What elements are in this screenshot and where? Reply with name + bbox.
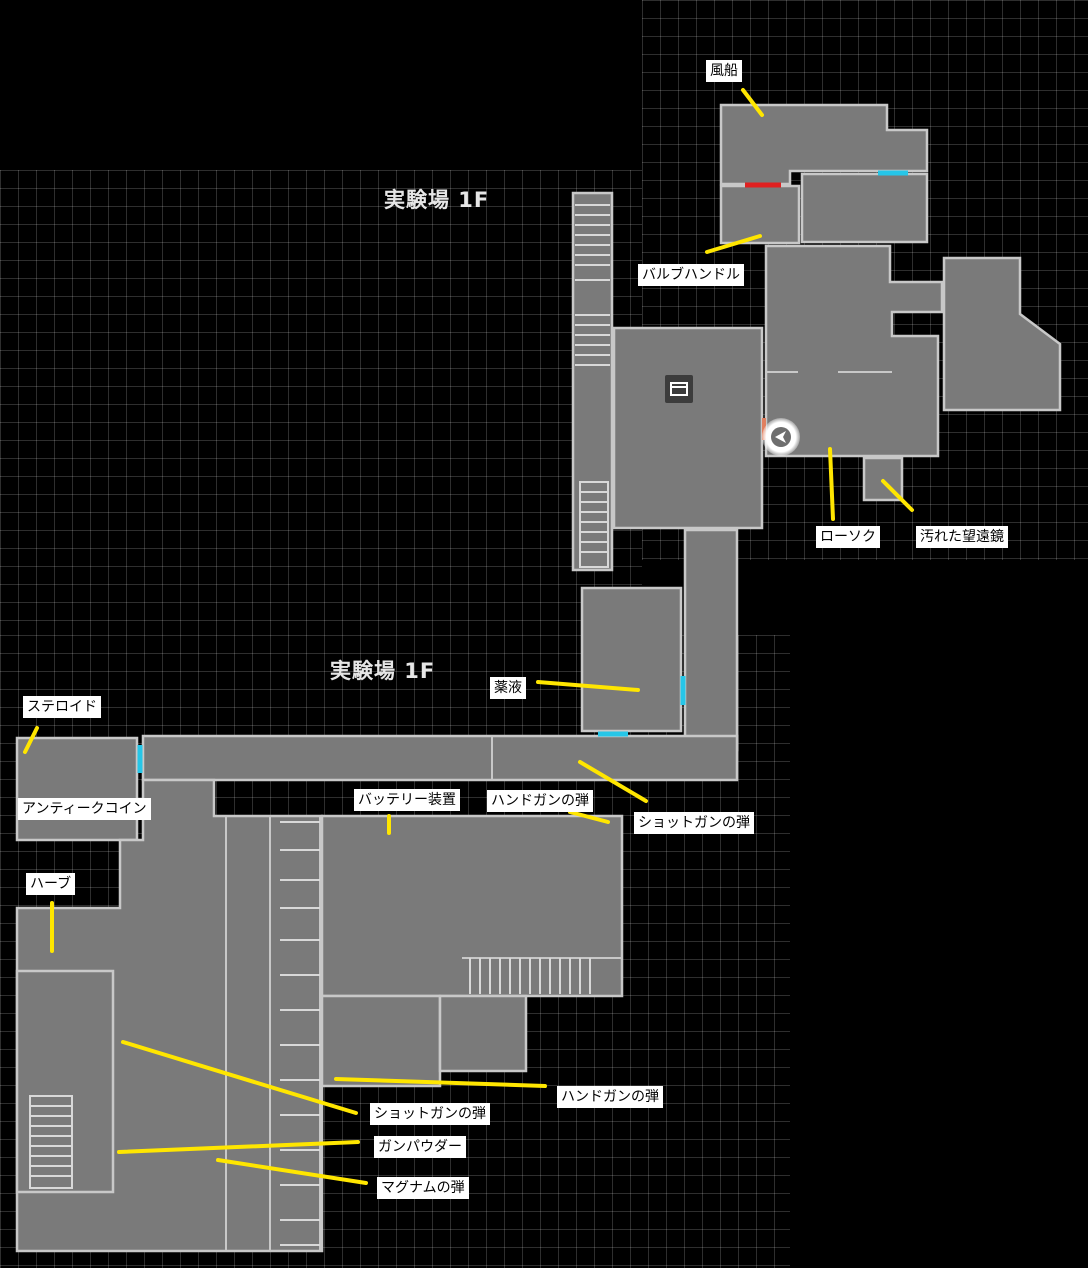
room-east — [942, 256, 1062, 412]
item-label-antique-coin[interactable]: アンティークコイン — [18, 798, 151, 820]
item-label-balloon[interactable]: 風船 — [706, 60, 742, 82]
room-center-lower — [320, 994, 442, 1088]
room-west-inner — [15, 969, 115, 1194]
item-label-handgun-ammo-1[interactable]: ハンドガンの弾 — [487, 790, 593, 812]
room-upper-middle — [800, 172, 929, 244]
room-central-hub — [764, 244, 944, 458]
item-label-shotgun-ammo-1[interactable]: ショットガンの弾 — [634, 812, 754, 834]
map-grid-upper — [0, 170, 642, 635]
room-small-lower — [438, 994, 528, 1073]
item-label-medicine[interactable]: 薬液 — [490, 677, 526, 699]
room-save — [612, 326, 764, 530]
typewriter-save-icon[interactable] — [665, 375, 693, 403]
item-label-gunpowder[interactable]: ガンパウダー — [374, 1136, 466, 1158]
item-label-magnum-ammo[interactable]: マグナムの弾 — [377, 1177, 469, 1199]
item-label-valve-handle[interactable]: バルブハンドル — [638, 264, 744, 286]
room-medicine — [580, 586, 683, 733]
corridor-main — [141, 734, 739, 782]
corridor-south — [683, 528, 739, 752]
item-label-shotgun-ammo-2[interactable]: ショットガンの弾 — [370, 1103, 490, 1125]
item-label-battery-device[interactable]: バッテリー装置 — [354, 789, 460, 811]
wall-dividers — [225, 371, 892, 1251]
item-marker-lines — [23, 88, 914, 1185]
room-steroid — [15, 736, 139, 842]
item-label-candle[interactable]: ローソク — [816, 526, 880, 548]
room-balloon — [719, 103, 929, 186]
item-label-steroid[interactable]: ステロイド — [23, 696, 101, 718]
stair-corridor — [571, 191, 614, 572]
floor-title-upper: 実験場 1F — [384, 188, 490, 212]
item-label-dirty-telescope[interactable]: 汚れた望遠鏡 — [916, 526, 1008, 548]
room-large-center — [320, 814, 624, 998]
player-direction-arrow-icon — [762, 418, 800, 456]
item-label-handgun-ammo-2[interactable]: ハンドガンの弾 — [557, 1086, 663, 1108]
floor-title-lower: 実験場 1F — [330, 659, 436, 683]
stairs — [29, 204, 610, 1246]
item-label-herb[interactable]: ハーブ — [26, 873, 76, 895]
